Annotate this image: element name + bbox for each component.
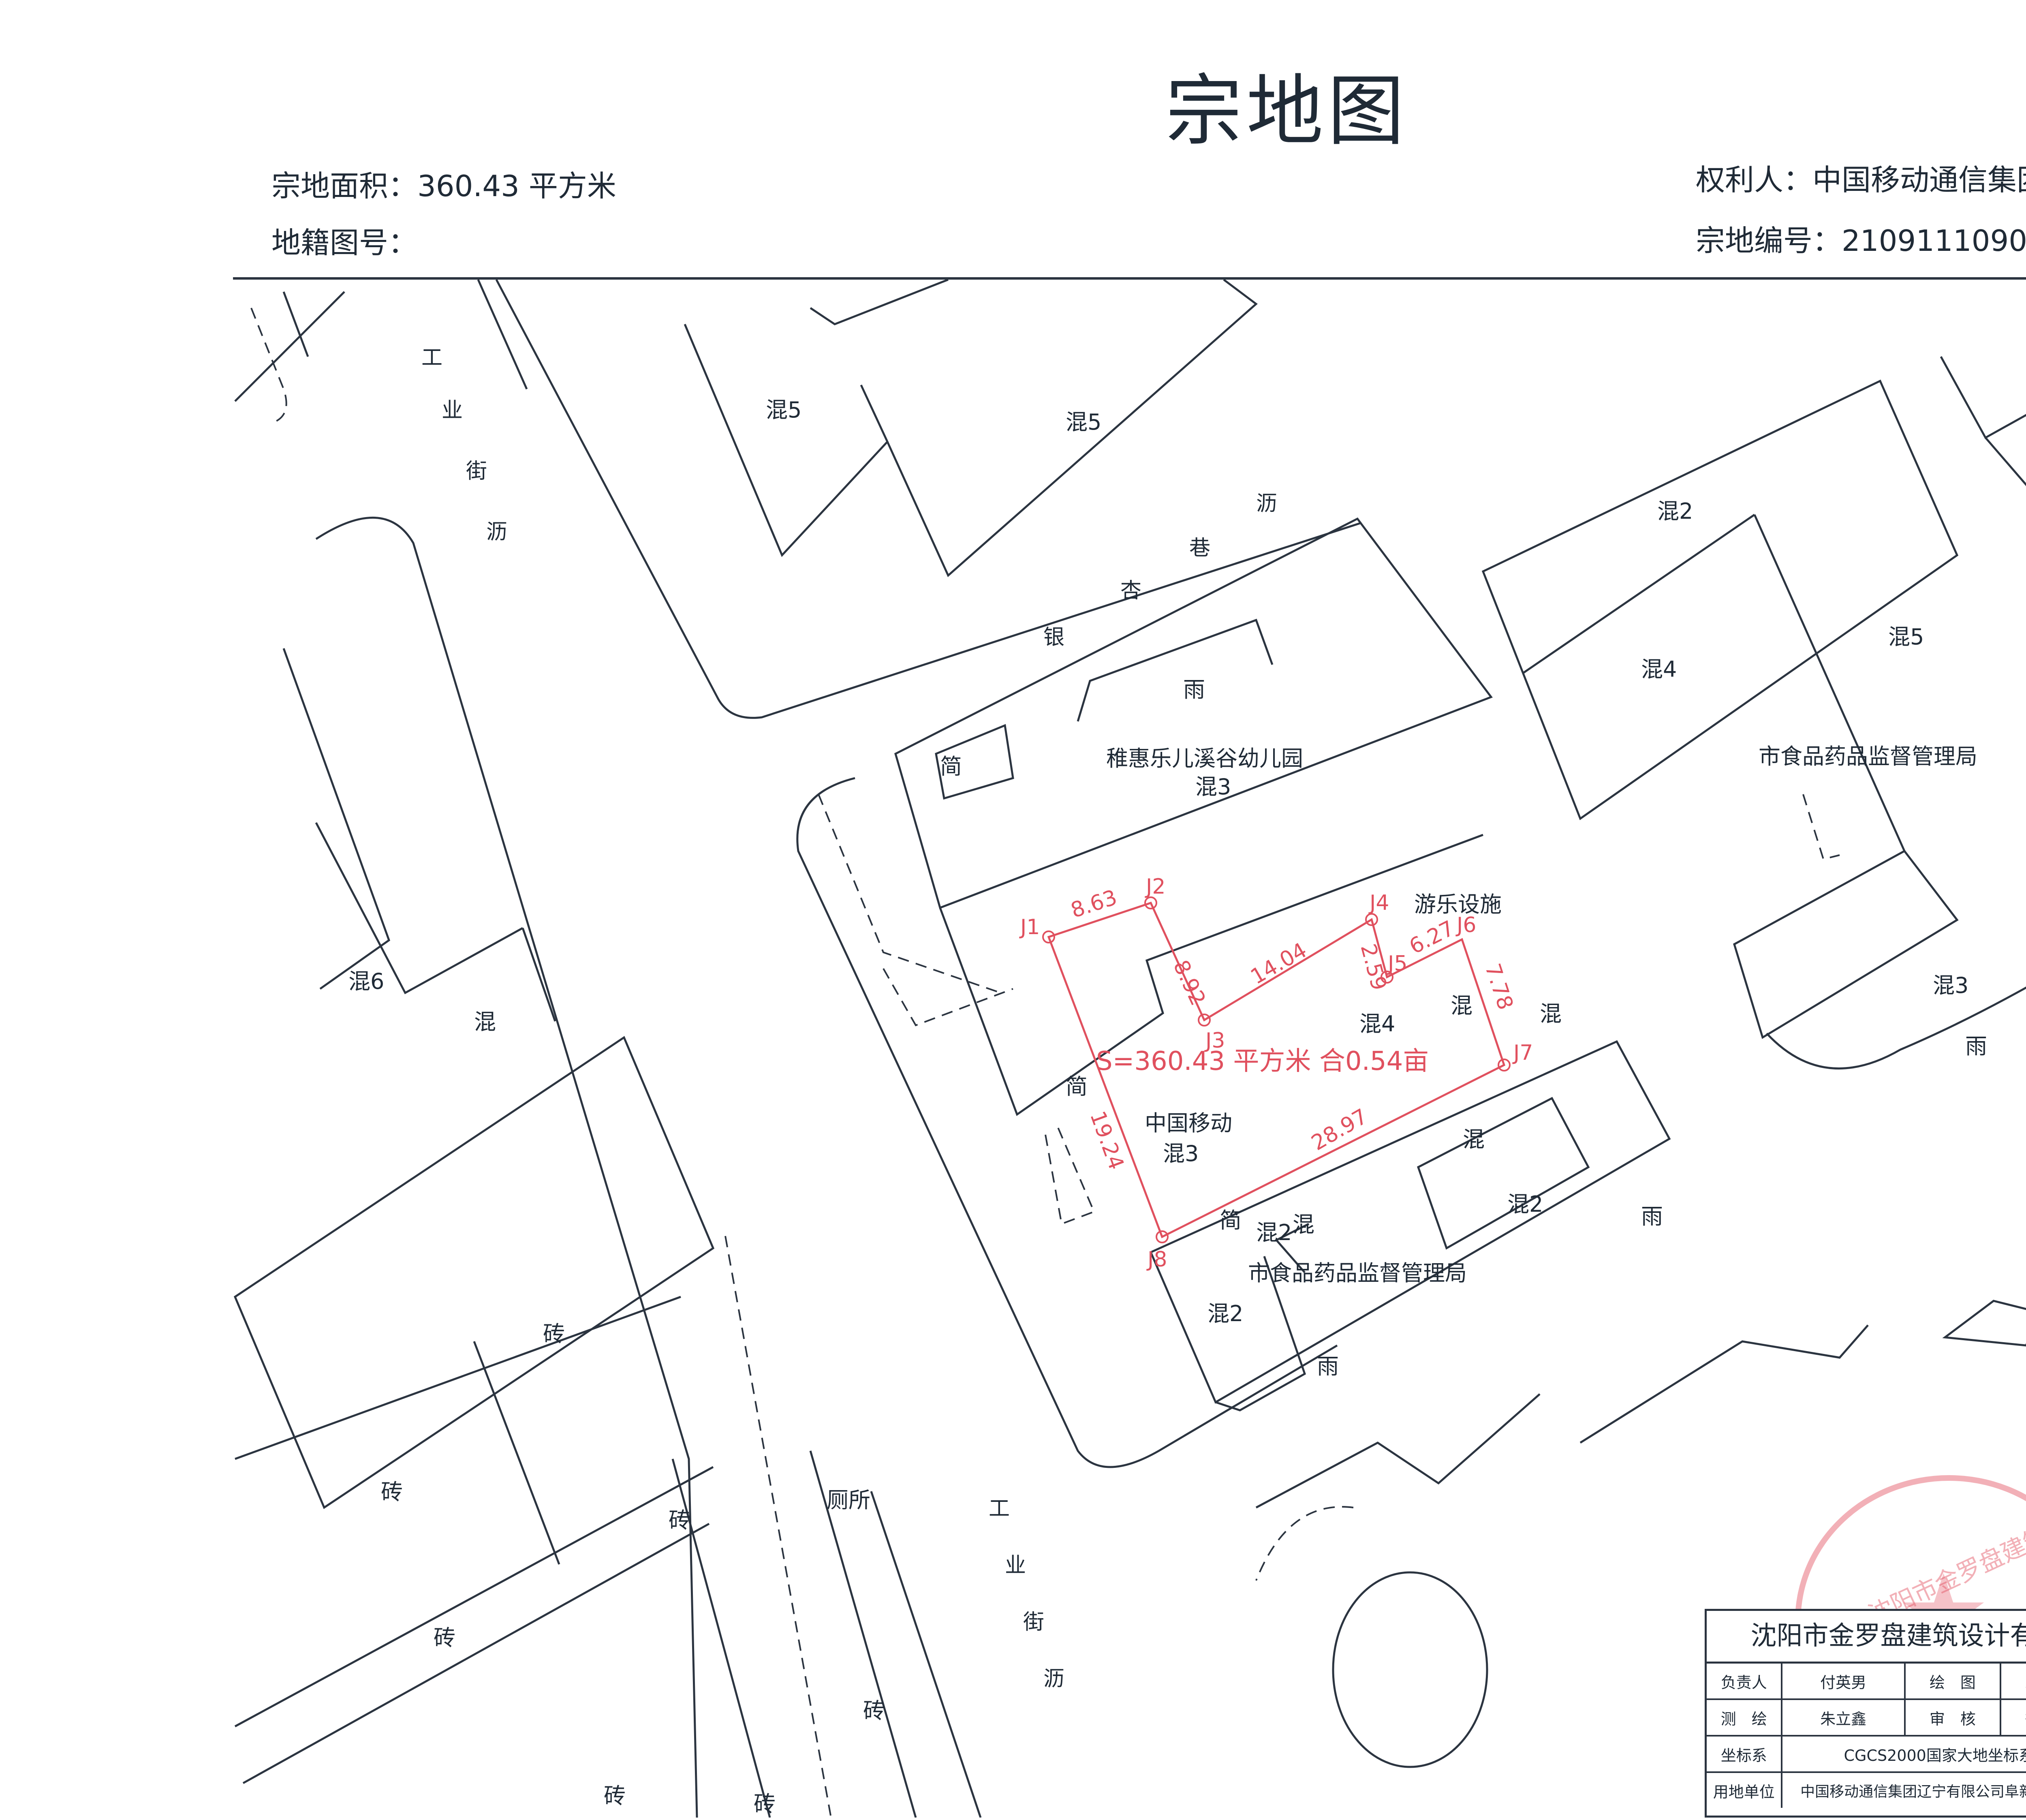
svg-text:混2: 混2 bbox=[1207, 1301, 1243, 1326]
map-header: 宗地面积：360.43 平方米 地籍图号： 权利人：中国移动通信集团辽宁有限公司… bbox=[233, 146, 2026, 280]
svg-text:游乐设施: 游乐设施 bbox=[1414, 892, 1502, 917]
drawer-label: 绘 图 bbox=[1904, 1664, 2001, 1700]
svg-text:J4: J4 bbox=[1368, 891, 1389, 915]
svg-text:混3: 混3 bbox=[1195, 774, 1231, 800]
title-block: 沈阳市金罗盘建筑设计有限公司阜新分公司 负责人 付英男 绘 图 朱立鑫 图 别 … bbox=[1705, 1609, 2026, 1818]
svg-text:雨: 雨 bbox=[1965, 1033, 1987, 1059]
svg-text:简: 简 bbox=[1220, 1208, 1242, 1233]
svg-text:砖: 砖 bbox=[669, 1508, 690, 1533]
svg-text:厕所: 厕所 bbox=[827, 1487, 870, 1513]
table-row: 负责人 付英男 绘 图 朱立鑫 图 别 宗地图 bbox=[1707, 1664, 2026, 1700]
svg-text:S=360.43 平方米 合0.54亩: S=360.43 平方米 合0.54亩 bbox=[1096, 1046, 1429, 1076]
cadastral-map: J1 J2 J3 J4 J5 J6 J7 J8 8.63 8.92 14.04 … bbox=[233, 278, 2026, 1818]
svg-text:银: 银 bbox=[1043, 625, 1064, 650]
svg-text:砖: 砖 bbox=[434, 1625, 455, 1651]
svg-text:市食品药品监督管理局: 市食品药品监督管理局 bbox=[1759, 744, 1977, 769]
svg-text:8.92: 8.92 bbox=[1168, 956, 1210, 1009]
svg-text:砖: 砖 bbox=[381, 1479, 403, 1505]
svg-text:混2: 混2 bbox=[1507, 1191, 1543, 1217]
reviewer-label: 审 核 bbox=[1904, 1698, 2001, 1737]
svg-text:砖: 砖 bbox=[754, 1791, 776, 1817]
svg-text:沥: 沥 bbox=[1256, 492, 1277, 516]
title-block-table: 负责人 付英男 绘 图 朱立鑫 图 别 宗地图 测 绘 朱立鑫 审 核 徐 亮 … bbox=[1707, 1664, 2026, 1808]
svg-text:雨: 雨 bbox=[1183, 677, 1205, 702]
svg-text:J6: J6 bbox=[1455, 913, 1476, 937]
surveyor-label: 测 绘 bbox=[1707, 1698, 1783, 1737]
svg-text:J1: J1 bbox=[1019, 915, 1040, 939]
svg-text:市食品药品监督管理局: 市食品药品监督管理局 bbox=[1248, 1260, 1467, 1286]
svg-text:J5: J5 bbox=[1387, 952, 1407, 976]
svg-text:J2: J2 bbox=[1145, 875, 1165, 899]
svg-text:巷: 巷 bbox=[1189, 536, 1210, 560]
responsible-label: 负责人 bbox=[1707, 1664, 1783, 1700]
svg-text:沥: 沥 bbox=[1043, 1667, 1064, 1691]
surveying-company: 沈阳市金罗盘建筑设计有限公司阜新分公司 bbox=[1707, 1611, 2026, 1664]
svg-text:业: 业 bbox=[1005, 1553, 1026, 1578]
svg-text:混5: 混5 bbox=[1888, 624, 1924, 650]
svg-text:混: 混 bbox=[474, 1009, 496, 1035]
svg-text:杏: 杏 bbox=[1120, 579, 1141, 603]
svg-text:砖: 砖 bbox=[543, 1321, 565, 1347]
right-holder: 权利人：中国移动通信集团辽宁有限公司阜新分公司 bbox=[1696, 163, 2026, 197]
table-row: 用地单位 中国移动通信集团辽宁有限公司阜新分公司 测图面积 bbox=[1707, 1771, 2026, 1808]
svg-text:业: 业 bbox=[442, 398, 463, 423]
svg-text:雨: 雨 bbox=[1641, 1204, 1663, 1229]
svg-text:街: 街 bbox=[466, 459, 487, 483]
svg-text:砖: 砖 bbox=[604, 1783, 626, 1809]
page-title: 宗地图 bbox=[1165, 66, 1408, 156]
reviewer-value: 徐 亮 bbox=[1999, 1698, 2026, 1737]
svg-text:砖: 砖 bbox=[863, 1698, 885, 1724]
svg-text:混6: 混6 bbox=[348, 969, 384, 994]
svg-text:混: 混 bbox=[1293, 1212, 1314, 1237]
road-edge bbox=[495, 279, 1362, 719]
parcel-number: 宗地编号：210911109001GB90029 bbox=[1696, 224, 2026, 258]
svg-text:19.24: 19.24 bbox=[1085, 1108, 1128, 1173]
svg-text:混5: 混5 bbox=[1066, 409, 1101, 435]
svg-text:工: 工 bbox=[989, 1497, 1010, 1521]
coordinate-system-value: CGCS2000国家大地坐标系 bbox=[1781, 1735, 2026, 1773]
svg-text:混3: 混3 bbox=[1163, 1141, 1199, 1166]
svg-text:混3: 混3 bbox=[1933, 973, 1968, 998]
svg-text:2.59: 2.59 bbox=[1355, 941, 1391, 993]
cadastral-map-number: 地籍图号： bbox=[271, 226, 418, 260]
svg-text:J8: J8 bbox=[1146, 1247, 1167, 1272]
table-row: 测 绘 朱立鑫 审 核 徐 亮 比例尺 1:500 bbox=[1707, 1698, 2026, 1737]
svg-text:7.78: 7.78 bbox=[1480, 960, 1518, 1013]
svg-text:街: 街 bbox=[1023, 1610, 1044, 1634]
parcel-boundary bbox=[1047, 901, 1506, 1238]
svg-text:8.63: 8.63 bbox=[1068, 885, 1120, 923]
svg-text:混: 混 bbox=[1540, 1001, 1562, 1027]
svg-text:6.27: 6.27 bbox=[1406, 916, 1458, 959]
parcel-area: 宗地面积：360.43 平方米 bbox=[271, 169, 616, 203]
svg-text:简: 简 bbox=[940, 754, 962, 779]
svg-text:J7: J7 bbox=[1512, 1041, 1533, 1065]
svg-text:混4: 混4 bbox=[1359, 1011, 1395, 1037]
table-row: 坐标系 CGCS2000国家大地坐标系 时 间 2025.09 bbox=[1707, 1735, 2026, 1773]
svg-text:14.04: 14.04 bbox=[1247, 938, 1311, 989]
svg-text:雨: 雨 bbox=[1317, 1354, 1339, 1379]
svg-text:J3: J3 bbox=[1204, 1029, 1225, 1053]
svg-text:稚惠乐儿溪谷幼儿园: 稚惠乐儿溪谷幼儿园 bbox=[1106, 746, 1303, 771]
coordinate-system-label: 坐标系 bbox=[1707, 1735, 1783, 1773]
responsible-value: 付英男 bbox=[1781, 1664, 1906, 1700]
svg-text:简: 简 bbox=[1066, 1074, 1088, 1099]
svg-text:混2: 混2 bbox=[1256, 1220, 1292, 1245]
svg-text:混5: 混5 bbox=[766, 397, 801, 423]
drawer-value: 朱立鑫 bbox=[1999, 1664, 2026, 1700]
svg-text:混2: 混2 bbox=[1657, 498, 1693, 524]
svg-text:混: 混 bbox=[1451, 993, 1472, 1018]
svg-text:沥: 沥 bbox=[486, 520, 507, 544]
svg-text:工: 工 bbox=[421, 346, 442, 370]
svg-text:中国移动: 中国移动 bbox=[1145, 1110, 1232, 1136]
land-unit-label: 用地单位 bbox=[1707, 1771, 1783, 1808]
surveyor-value: 朱立鑫 bbox=[1781, 1698, 1906, 1737]
svg-text:混: 混 bbox=[1463, 1127, 1485, 1152]
svg-text:混4: 混4 bbox=[1641, 657, 1677, 682]
land-unit-value: 中国移动通信集团辽宁有限公司阜新分公司 bbox=[1781, 1771, 2026, 1808]
